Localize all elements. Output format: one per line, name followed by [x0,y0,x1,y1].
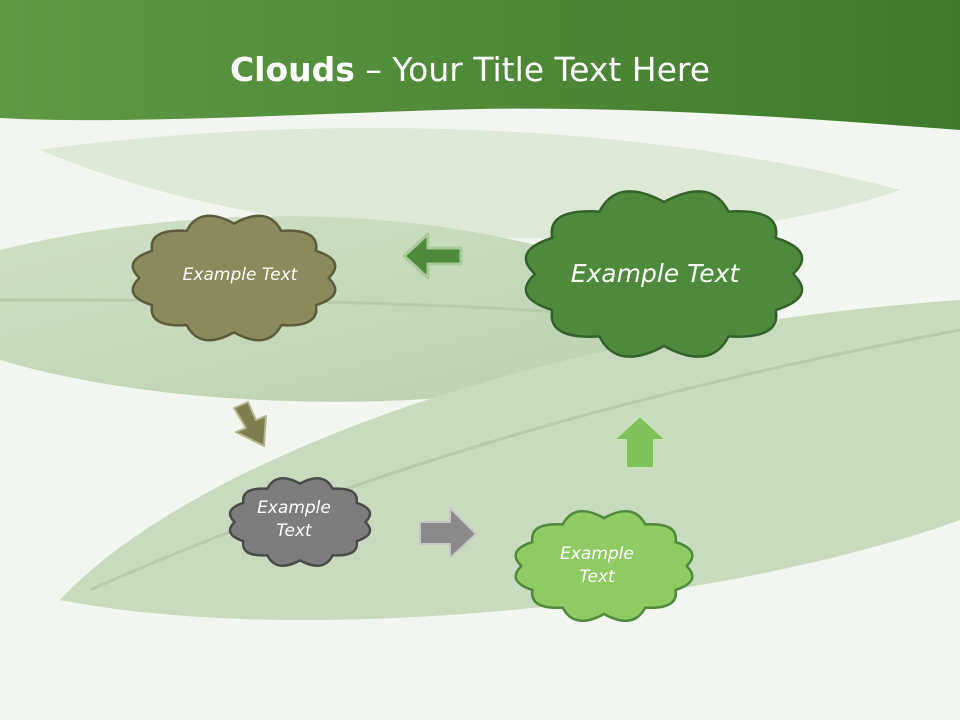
cloud-gray-text: Example Text [257,498,331,541]
arrow-right-icon [419,507,477,559]
cloud-olive-shape [131,214,337,342]
arrow-down-icon [233,401,267,447]
title-dash: – [354,50,393,89]
cloud-light-green-shape [514,510,694,622]
cloud-dark-green-shape [524,190,804,358]
title-bold: Clouds [229,50,355,89]
header-band [0,0,960,130]
cloud-dark-green-text: Example Text [570,259,740,289]
arrow-left-icon [402,232,463,280]
cloud-light-green-text: Example Text [560,544,634,587]
slide-title: Clouds – Your Title Text Here [0,50,940,89]
cloud-gray-shape [228,477,372,567]
arrow-up-icon [613,415,667,469]
cloud-olive-text: Example Text [182,264,298,285]
title-text: Your Title Text Here [392,50,711,89]
